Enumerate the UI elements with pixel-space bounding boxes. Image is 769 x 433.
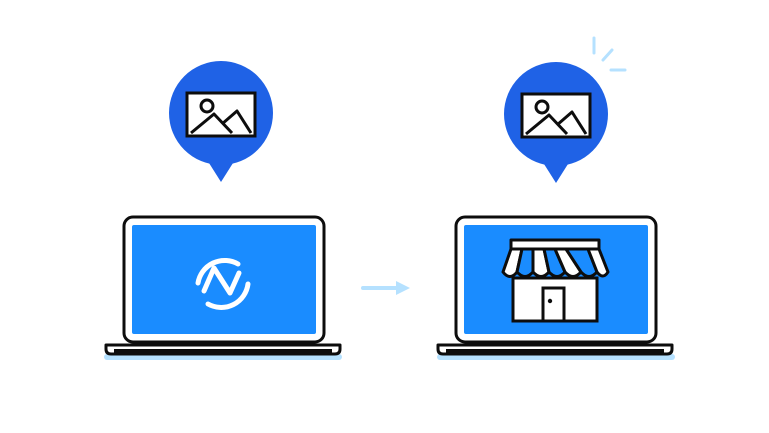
right-laptop: [436, 215, 675, 360]
left-bubble-pointer: [209, 163, 233, 182]
left-image-bubble: [169, 61, 273, 182]
storefront-icon: [501, 238, 610, 323]
arrow-right-icon: [361, 281, 410, 295]
store-door: [541, 286, 566, 323]
right-bubble-pointer: [544, 164, 568, 183]
right-image-bubble: [504, 62, 608, 183]
store-door-knob: [547, 298, 553, 304]
left-laptop: [104, 215, 342, 360]
image-icon: [185, 91, 257, 138]
sync-logo-icon: [195, 257, 251, 310]
right-laptop-base-edge: [446, 349, 664, 353]
left-laptop-base-edge: [114, 349, 332, 353]
sparkle-icon: [592, 36, 627, 72]
image-icon: [520, 92, 592, 139]
